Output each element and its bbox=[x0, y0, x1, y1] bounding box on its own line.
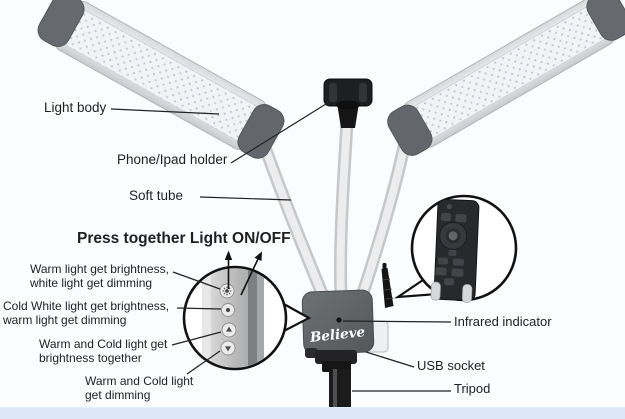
soft-tube-middle-highlight bbox=[336, 118, 351, 300]
leader-warm-up bbox=[172, 271, 221, 290]
note-both-brightness: Warm and Cold light get brightness toget… bbox=[39, 337, 168, 365]
label-phone-holder: Phone/Ipad holder bbox=[117, 152, 228, 167]
remote-button bbox=[455, 214, 467, 223]
label-tripod: Tripod bbox=[454, 381, 491, 396]
press-together-arrows bbox=[224, 250, 262, 296]
arrow-up-right bbox=[240, 258, 259, 296]
remote-button bbox=[437, 257, 449, 265]
right-light-bar-cap-outer bbox=[586, 0, 625, 41]
note-line: Warm light get brightness, bbox=[30, 262, 169, 276]
heading-press-together: Press together Light ON/OFF bbox=[77, 230, 291, 247]
label-infrared-indicator: Infrared indicator bbox=[454, 314, 552, 329]
left-light-bar bbox=[37, 0, 285, 159]
holder-jaw-left bbox=[329, 83, 337, 102]
leader-both-down bbox=[186, 350, 221, 375]
remote-power-button bbox=[446, 204, 452, 210]
remote-foot-left bbox=[430, 281, 441, 301]
remote-control bbox=[430, 198, 480, 303]
remote-button bbox=[444, 278, 455, 286]
dot-icon bbox=[225, 307, 231, 313]
note-cold-brightness: Cold White light get brightness, warm li… bbox=[3, 299, 170, 327]
leader-light-body bbox=[110, 108, 220, 115]
remote-foot-right bbox=[461, 284, 473, 303]
note-line: Warm and Cold light bbox=[85, 374, 194, 388]
note-line: Cold White light get brightness, bbox=[3, 299, 170, 313]
page-footer-strip bbox=[0, 407, 625, 419]
up-arrow-icon bbox=[226, 326, 232, 332]
hub: Believe bbox=[301, 289, 375, 355]
left-light-bar-cap-inner bbox=[237, 104, 285, 159]
panel-buttons bbox=[219, 283, 237, 356]
infrared-indicator-dot bbox=[336, 317, 342, 323]
down-arrow-icon bbox=[225, 346, 231, 352]
left-light-bar-leds bbox=[61, 8, 261, 143]
remote-button bbox=[440, 212, 452, 222]
soft-tube-right-highlight bbox=[358, 134, 410, 300]
note-both-dimming: Warm and Cold light get dimming bbox=[85, 374, 194, 402]
antenna bbox=[381, 263, 394, 308]
remote-bubble bbox=[393, 194, 518, 303]
tripod-tube-highlight bbox=[333, 369, 337, 409]
left-light-bar-cap-outer bbox=[37, 0, 85, 47]
note-line: Warm and Cold light get bbox=[39, 337, 168, 351]
leader-usb bbox=[365, 351, 415, 368]
remote-button bbox=[452, 258, 465, 266]
leader-infrared bbox=[342, 320, 452, 323]
remote-button bbox=[435, 267, 447, 276]
leader-phone-holder bbox=[230, 103, 327, 164]
remote-button bbox=[451, 268, 464, 277]
note-line: brightness together bbox=[39, 350, 142, 365]
note-line: get dimming bbox=[85, 387, 151, 402]
note-warm-brightness: Warm light get brightness, white light g… bbox=[30, 262, 169, 290]
tripod-tube bbox=[329, 369, 351, 409]
holder-jaw-right bbox=[359, 83, 367, 102]
right-light-bar-cap-inner bbox=[387, 104, 433, 156]
control-panel bbox=[202, 268, 264, 368]
mount-bolt bbox=[305, 348, 318, 358]
right-light-bar bbox=[387, 0, 625, 156]
leader-soft-tube bbox=[199, 196, 292, 201]
holder-knob bbox=[337, 103, 359, 128]
leader-both-up bbox=[171, 331, 222, 346]
leader-lines bbox=[110, 103, 452, 392]
tripod-mount bbox=[315, 350, 357, 364]
right-light-bar-leds bbox=[409, 5, 609, 141]
remote-dpad-center bbox=[448, 231, 458, 241]
brand-logo: Believe bbox=[308, 324, 366, 346]
label-soft-tube: Soft tube bbox=[129, 188, 184, 203]
tripod-pole bbox=[305, 348, 357, 409]
phone-holder-clamp bbox=[323, 78, 373, 128]
holder-pivot bbox=[336, 100, 360, 110]
leader-cold-up bbox=[176, 307, 222, 310]
note-line: white light get dimming bbox=[30, 275, 153, 290]
note-line: warm light get dimming bbox=[3, 312, 127, 327]
label-usb-socket: USB socket bbox=[417, 358, 485, 373]
sun-icon bbox=[222, 286, 232, 296]
control-panel-bubble bbox=[182, 250, 312, 371]
remote-button bbox=[448, 249, 457, 256]
label-light-body: Light body bbox=[44, 100, 107, 115]
